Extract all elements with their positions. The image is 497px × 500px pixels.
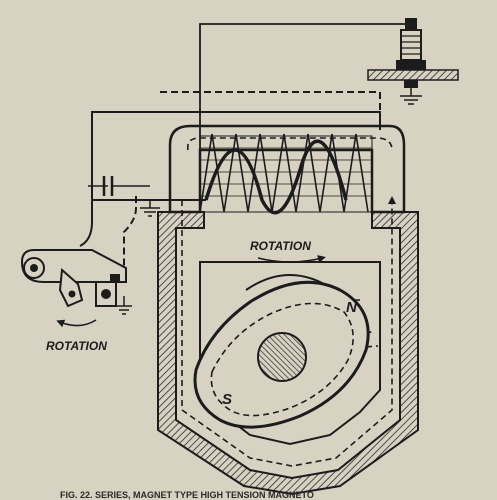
rotor-shaft	[257, 332, 307, 382]
rotor-rotation-indicator: ROTATION	[250, 239, 326, 263]
rotor-rotation-label: ROTATION	[250, 239, 311, 253]
spark-plug	[367, 18, 459, 105]
spark-plug-ground	[400, 88, 422, 105]
breaker-ground	[116, 296, 132, 315]
contact-breaker	[20, 249, 132, 315]
pole-south-label: S	[222, 391, 232, 408]
primary-coil-winding	[204, 139, 348, 215]
breaker-rotation-label: ROTATION	[46, 339, 107, 353]
rotor: N S	[193, 280, 370, 429]
secondary-coil-winding	[199, 133, 369, 213]
condenser	[88, 176, 150, 196]
primary-circuit	[79, 91, 381, 282]
magnet-housing	[157, 211, 419, 496]
breaker-rotation-indicator: ROTATION	[46, 319, 107, 353]
condenser-ground	[140, 200, 160, 217]
high-tension-lead	[199, 18, 412, 212]
coil-frame	[168, 124, 406, 215]
figure-caption: FIG. 22. SERIES, MAGNET TYPE HIGH TENSIO…	[60, 490, 314, 500]
pole-north-label: N	[346, 299, 358, 316]
